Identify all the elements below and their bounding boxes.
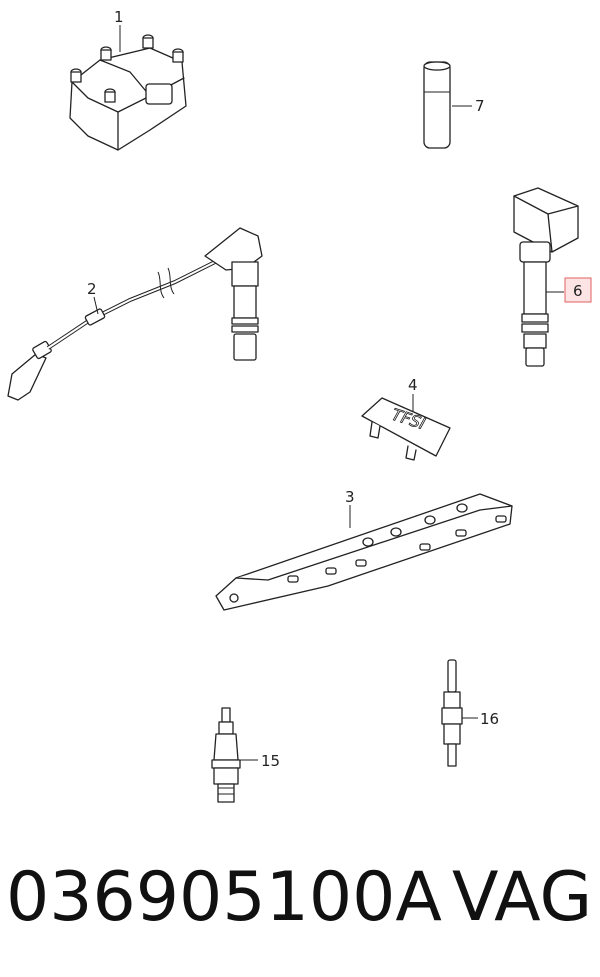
grease-tube[interactable] [423,61,451,149]
callout-16[interactable]: 16 [480,710,499,728]
ignition-coil-block[interactable] [69,34,187,151]
part-number: 036905100A [6,858,442,937]
spark-plug[interactable] [211,707,241,803]
callout-4[interactable]: 4 [408,376,418,394]
callout-2[interactable]: 2 [87,280,97,298]
ignition-lead[interactable] [7,227,263,401]
callout-7[interactable]: 7 [475,97,485,115]
glow-plug[interactable] [441,659,463,767]
callout-3[interactable]: 3 [345,488,355,506]
callout-1[interactable]: 1 [114,8,124,26]
ignition-coil-pencil[interactable] [513,187,579,367]
parts-diagram: 1 7 6 2 [7,8,592,803]
brand-label: VAG [452,858,593,937]
callout-6-highlight [564,277,592,303]
callout-15[interactable]: 15 [261,752,280,770]
tfsi-badge[interactable]: TFSI [361,397,451,461]
callout-6[interactable]: 6 [573,282,583,300]
footer: 036905100A VAG [0,858,600,968]
coil-cover-rail[interactable] [215,493,513,611]
